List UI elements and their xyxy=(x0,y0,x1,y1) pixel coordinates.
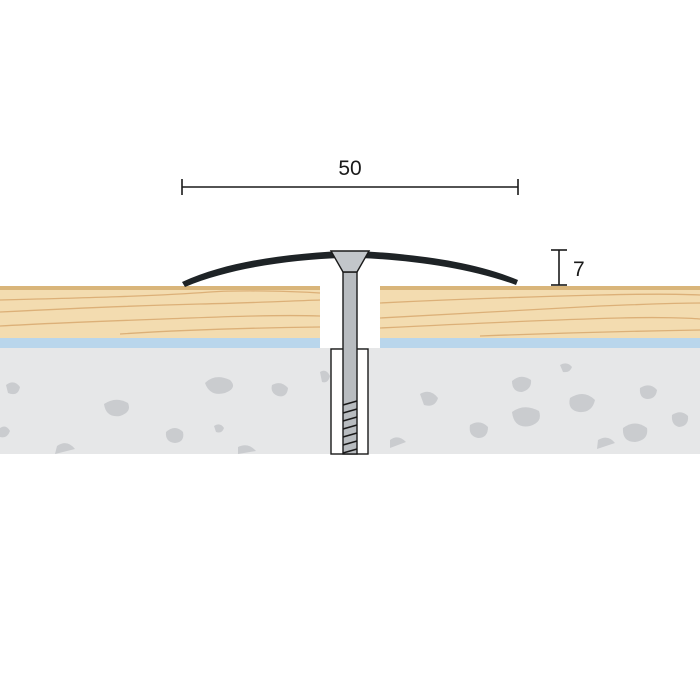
width-dimension xyxy=(181,179,519,195)
floor-board-left xyxy=(0,286,321,338)
width-dimension-label: 50 xyxy=(338,157,361,180)
underlay-right xyxy=(380,338,700,348)
screw-icon xyxy=(342,271,358,455)
transition-profile-icon xyxy=(182,250,518,287)
height-dimension-label: 7 xyxy=(573,258,585,281)
floor-board-right xyxy=(379,286,700,338)
height-dimension xyxy=(551,249,567,286)
underlay-left xyxy=(0,338,320,348)
